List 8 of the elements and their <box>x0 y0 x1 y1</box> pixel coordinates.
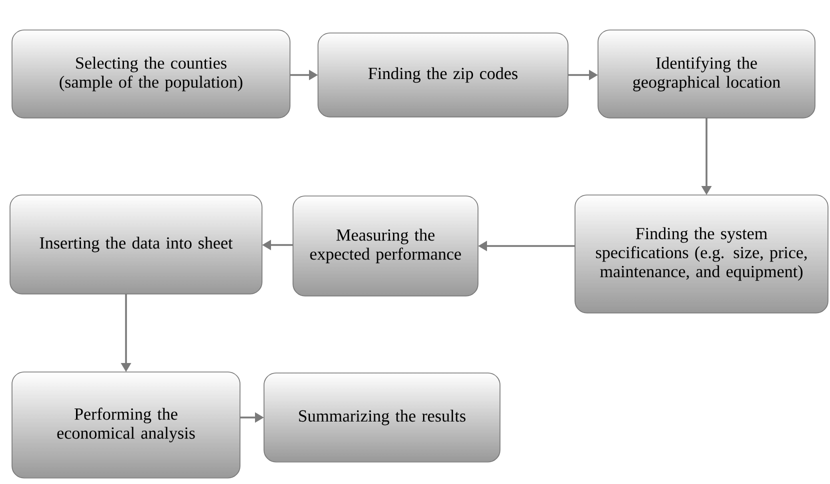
process-box: Identifying the geographical location <box>598 30 816 118</box>
process-box: Inserting the data into sheet <box>10 194 262 294</box>
process-box: Measuring the expected performance <box>292 196 478 296</box>
process-box: Finding the system specifications (e.g. size, price, maintenance, and equipment) <box>574 194 828 314</box>
process-box: Finding the zip codes <box>318 32 568 118</box>
process-box: Selecting the counties (sample of the population) <box>12 30 290 118</box>
process-box: Performing the economical analysis <box>12 372 240 478</box>
process-box: Summarizing the results <box>264 372 500 462</box>
